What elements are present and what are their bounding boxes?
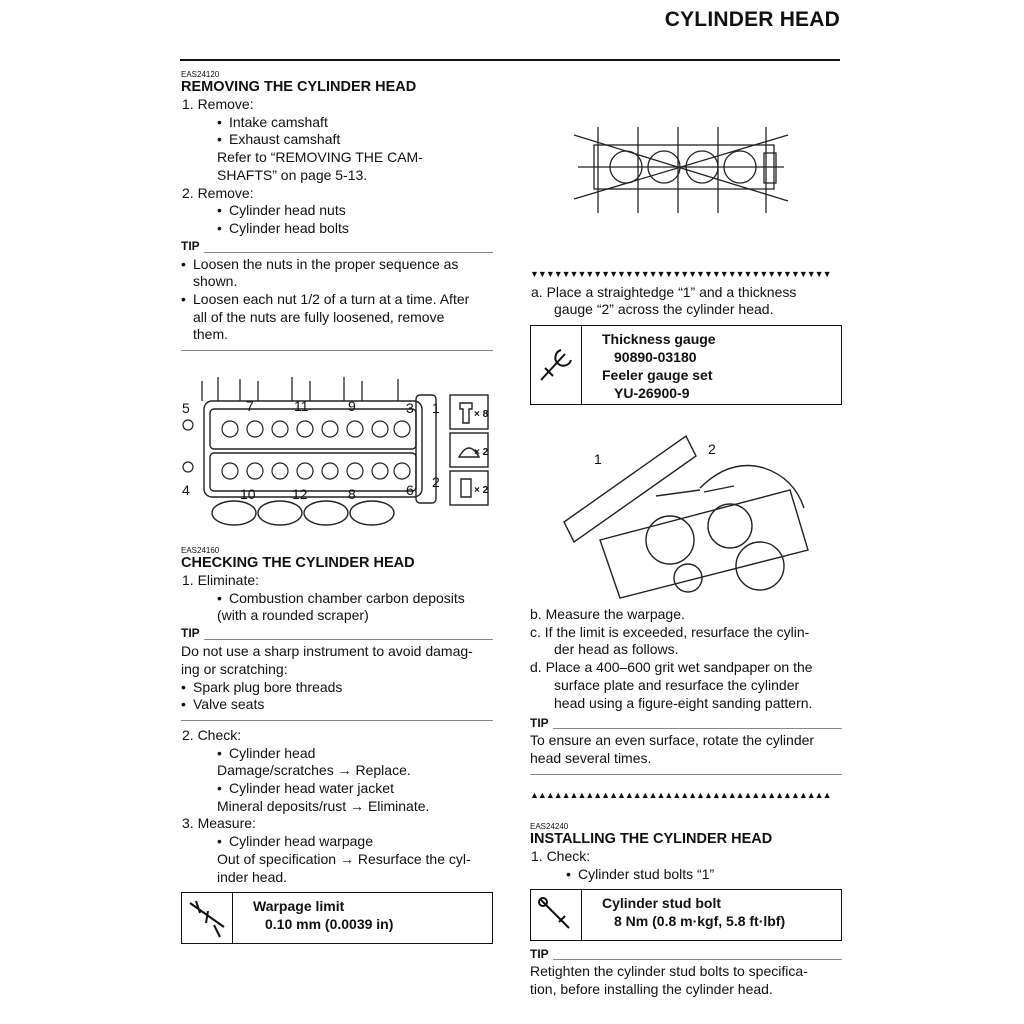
sequence-number: 1: [432, 400, 440, 416]
tip-text: all of the nuts are fully loosened, remo…: [193, 308, 445, 325]
sequence-number: 11: [294, 398, 309, 414]
list-item: •Cylinder head water jacket: [217, 780, 394, 797]
section-code: EAS24120: [181, 70, 220, 79]
tool-number: YU-26900-9: [614, 385, 690, 402]
sequence-number: 5: [182, 400, 190, 416]
left-column: EAS24120 REMOVING THE CYLINDER HEAD 1. R…: [181, 70, 493, 352]
tip-text: shown.: [193, 273, 238, 290]
tip-text: •Loosen each nut 1/2 of a turn at a time…: [181, 291, 470, 308]
sequence-number: 10: [240, 486, 256, 502]
sequence-number: 12: [292, 486, 308, 502]
installing-section: EAS24240 INSTALLING THE CYLINDER HEAD 1.…: [530, 822, 842, 999]
list-item: •Cylinder head: [217, 744, 316, 761]
tip-end-rule: [181, 719, 493, 721]
step-text: surface plate and resurface the cylinder: [554, 676, 800, 693]
sequence-number: 3: [406, 400, 414, 416]
step-text: d. Place a 400–600 grit wet sandpaper on…: [530, 659, 813, 676]
right-steps: b. Measure the warpage. c. If the limit …: [530, 606, 842, 804]
caliper-icon: [182, 893, 233, 944]
step-text: 3. Measure:: [182, 815, 256, 832]
right-column: ▼▼▼▼▼▼▼▼▼▼▼▼▼▼▼▼▼▼▼▼▼▼▼▼▼▼▼▼▼▼▼▼▼▼▼▼▼▼ a…: [530, 266, 842, 406]
tip-label: TIP: [530, 947, 842, 963]
tip-end-rule: [181, 350, 493, 352]
tip-text: them.: [193, 326, 229, 343]
tip-text: Do not use a sharp instrument to avoid d…: [181, 643, 473, 660]
tool-name: Feeler gauge set: [602, 367, 713, 384]
quantity-label: × 2: [474, 447, 489, 458]
sequence-number: 8: [348, 486, 356, 502]
tip-label: TIP: [181, 239, 493, 256]
spec-value: 8 Nm (0.8 m·kgf, 5.8 ft·lbf): [614, 913, 786, 930]
step-text: gauge “2” across the cylinder head.: [554, 301, 774, 318]
tip-text: tion, before installing the cylinder hea…: [530, 981, 773, 998]
torque-wrench-icon: [531, 890, 582, 941]
list-item: •Exhaust camshaft: [217, 131, 341, 148]
tip-bullet: •Spark plug bore threads: [181, 678, 343, 695]
spec-title: Warpage limit: [253, 898, 345, 915]
tip-label: TIP: [181, 626, 493, 643]
step-text: der head as follows.: [554, 641, 679, 658]
list-item: •Combustion chamber carbon deposits: [217, 589, 465, 606]
step-text: 1. Check:: [531, 848, 591, 864]
step-text: c. If the limit is exceeded, resurface t…: [530, 623, 810, 640]
tip-text: •Loosen the nuts in the proper sequence …: [181, 255, 459, 272]
wrench-tool-icon: [531, 326, 582, 405]
step-text: 1. Remove:: [182, 96, 254, 112]
spec-value: 0.10 mm (0.0039 in): [265, 916, 394, 933]
tip-text: To ensure an even surface, rotate the cy…: [530, 732, 815, 749]
sequence-number: 9: [348, 398, 356, 414]
reference-text: SHAFTS” on page 5-13.: [217, 166, 368, 183]
tool-name: Thickness gauge: [602, 331, 716, 348]
warpage-measurement-illustration: 1 2: [563, 434, 809, 599]
step-text: 2. Check:: [182, 726, 242, 743]
section-title-installing: INSTALLING THE CYLINDER HEAD: [530, 831, 773, 847]
callout-1: 1: [594, 451, 602, 467]
quantity-label: × 2: [474, 485, 489, 496]
list-item: •Cylinder stud bolts “1”: [566, 865, 715, 882]
checking-section: EAS24160 CHECKING THE CYLINDER HEAD 1. E…: [181, 546, 493, 945]
title-rule: [180, 59, 840, 61]
list-item-cont: (with a rounded scraper): [217, 607, 369, 624]
tip-end-rule: [530, 773, 842, 775]
section-code: EAS24160: [181, 546, 220, 555]
tool-number: 90890-03180: [614, 349, 697, 366]
sequence-number: 7: [246, 398, 254, 414]
list-item-cont: Damage/scratches → Replace.: [217, 762, 411, 779]
straightedge-pattern-diagram: [573, 127, 789, 213]
sequence-number: 4: [182, 482, 190, 498]
section-title-checking: CHECKING THE CYLINDER HEAD: [181, 555, 415, 571]
start-marker: ▼▼▼▼▼▼▼▼▼▼▼▼▼▼▼▼▼▼▼▼▼▼▼▼▼▼▼▼▼▼▼▼▼▼▼▼▼▼: [530, 269, 832, 279]
list-item: •Cylinder head warpage: [217, 833, 373, 850]
quantity-label: × 8: [474, 409, 489, 420]
list-item: •Intake camshaft: [217, 113, 328, 130]
tool-spec-box: Thickness gauge 90890-03180 Feeler gauge…: [530, 325, 842, 406]
tip-label: TIP: [530, 716, 842, 732]
step-text: head using a figure-eight sanding patter…: [554, 694, 813, 711]
spec-title: Cylinder stud bolt: [602, 895, 721, 912]
list-item-cont: Mineral deposits/rust → Eliminate.: [217, 797, 430, 814]
sequence-number: 2: [432, 474, 440, 490]
tip-text: head several times.: [530, 749, 652, 766]
step-text: 2. Remove:: [182, 184, 254, 201]
page-title: CYLINDER HEAD: [664, 8, 840, 31]
callout-2: 2: [708, 441, 716, 457]
list-item-cont: inder head.: [217, 868, 288, 885]
list-item: •Cylinder head nuts: [217, 202, 346, 219]
section-title-removing: REMOVING THE CYLINDER HEAD: [181, 79, 417, 95]
tip-text: Retighten the cylinder stud bolts to spe…: [530, 963, 808, 980]
cylinder-head-sequence-diagram: 5 7 11 9 3 1 4 10 12 8 6 2 × 8 × 2 × 2: [182, 377, 489, 526]
tip-text: ing or scratching:: [181, 660, 288, 677]
step-text: 1. Eliminate:: [182, 572, 260, 588]
section-code: EAS24240: [530, 822, 569, 831]
sequence-number: 6: [406, 482, 414, 498]
step-text: a. Place a straightedge “1” and a thickn…: [531, 283, 797, 300]
tip-bullet: •Valve seats: [181, 696, 265, 713]
list-item-cont: Out of specification → Resurface the cyl…: [217, 850, 471, 867]
reference-text: Refer to “REMOVING THE CAM-: [217, 149, 423, 166]
step-text: b. Measure the warpage.: [530, 606, 685, 622]
list-item: •Cylinder head bolts: [217, 219, 349, 236]
end-marker: ▲▲▲▲▲▲▲▲▲▲▲▲▲▲▲▲▲▲▲▲▲▲▲▲▲▲▲▲▲▲▲▲▲▲▲▲▲▲: [530, 789, 832, 800]
